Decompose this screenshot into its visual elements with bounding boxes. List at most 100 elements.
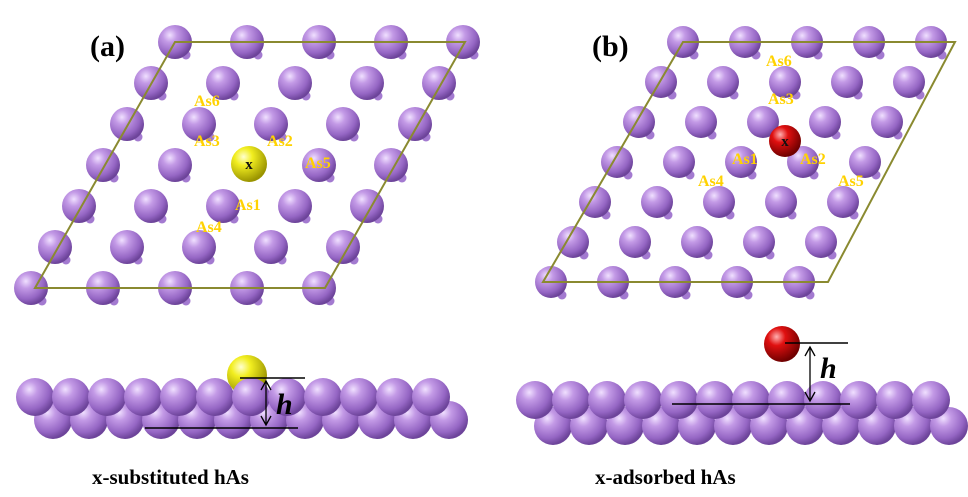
panel-a-label: (a) xyxy=(90,30,125,63)
panel-a-side-atoms xyxy=(16,378,468,439)
as-atom xyxy=(645,66,677,98)
as-atom xyxy=(619,226,651,258)
as-atom-upper xyxy=(412,378,450,416)
as-atom xyxy=(398,107,432,141)
as-atom-upper xyxy=(16,378,54,416)
as-atom xyxy=(747,106,779,138)
as-atom xyxy=(663,146,695,178)
as-atom-upper xyxy=(732,381,770,419)
panel-b-side-dopant xyxy=(764,326,800,362)
as-atom xyxy=(254,230,288,264)
as-atom xyxy=(278,189,312,223)
as-atom xyxy=(765,186,797,218)
label-as5: As5 xyxy=(838,173,864,190)
as-atom xyxy=(681,226,713,258)
label-as4: As4 xyxy=(698,173,724,190)
as-atom xyxy=(206,189,240,223)
panel-a-dopant: x xyxy=(231,146,267,182)
dopant-x-label: x xyxy=(781,134,789,150)
as-atom xyxy=(725,146,757,178)
as-atom xyxy=(278,66,312,100)
as-atom xyxy=(326,230,360,264)
as-atom-upper xyxy=(696,381,734,419)
as-atom-upper xyxy=(660,381,698,419)
as-atom xyxy=(809,106,841,138)
as-atom xyxy=(110,230,144,264)
as-atom-upper xyxy=(768,381,806,419)
as-atom-upper xyxy=(232,378,270,416)
as-atom xyxy=(557,226,589,258)
panel-b-unit-cell xyxy=(541,41,957,283)
as-atom xyxy=(827,186,859,218)
as-atom xyxy=(831,66,863,98)
as-atom-upper xyxy=(376,378,414,416)
panel-b-height-marker: h xyxy=(672,342,850,405)
as-atom xyxy=(769,66,801,98)
height-h-label: h xyxy=(276,388,293,421)
as-atom xyxy=(326,107,360,141)
as-atom-upper xyxy=(88,378,126,416)
as-atom xyxy=(62,189,96,223)
caption-panel-a: x-substituted hAs xyxy=(92,465,249,489)
as-atom xyxy=(579,186,611,218)
as-atom-upper xyxy=(340,378,378,416)
as-atom xyxy=(254,107,288,141)
as-atom xyxy=(871,106,903,138)
as-atom xyxy=(134,189,168,223)
panel-b-side-view: h xyxy=(516,326,968,445)
panel-a-side-view: h xyxy=(16,355,468,439)
as-atom-upper xyxy=(840,381,878,419)
label-as1: As1 xyxy=(732,151,758,168)
as-atom-upper xyxy=(588,381,626,419)
panel-b-dopant: x xyxy=(769,125,801,157)
as-atom xyxy=(422,66,456,100)
panel-b-side-atoms xyxy=(516,381,968,445)
as-atom-upper xyxy=(304,378,342,416)
as-atom xyxy=(302,148,336,182)
panel-a-unit-cell xyxy=(33,41,467,289)
caption-panel-b: x-adsorbed hAs xyxy=(595,465,736,489)
as-atom xyxy=(743,226,775,258)
as-atom xyxy=(703,186,735,218)
as-atom xyxy=(641,186,673,218)
label-as3: As3 xyxy=(194,133,220,150)
as-atom xyxy=(787,146,819,178)
as-atom xyxy=(86,148,120,182)
as-atom xyxy=(38,230,72,264)
as-atom xyxy=(893,66,925,98)
panel-a-atom-labels: As6 As3 As2 As5 As1 As4 xyxy=(194,93,331,236)
as-atom xyxy=(206,66,240,100)
label-as3: As3 xyxy=(768,91,794,108)
label-as5: As5 xyxy=(305,155,331,172)
as-atom xyxy=(182,230,216,264)
label-as6: As6 xyxy=(194,93,220,110)
as-atom xyxy=(623,106,655,138)
as-atom-upper xyxy=(196,378,234,416)
as-atom-upper xyxy=(804,381,842,419)
label-as6: As6 xyxy=(766,53,792,70)
as-atom-upper xyxy=(624,381,662,419)
as-atom xyxy=(707,66,739,98)
as-atom xyxy=(685,106,717,138)
panel-b-top-view: x As6 As3 As1 As2 As4 As5 (b) xyxy=(535,26,957,300)
label-as2: As2 xyxy=(800,151,826,168)
as-atom-upper xyxy=(52,378,90,416)
as-atom-upper xyxy=(552,381,590,419)
as-atom xyxy=(350,66,384,100)
panel-b-atom-labels: As6 As3 As1 As2 As4 As5 xyxy=(698,53,864,190)
label-as2: As2 xyxy=(267,133,293,150)
as-atom xyxy=(805,226,837,258)
panel-b-label: (b) xyxy=(592,30,629,63)
as-atom-upper xyxy=(268,378,306,416)
panel-a-height-marker: h xyxy=(145,377,305,429)
as-atom xyxy=(158,148,192,182)
label-as4: As4 xyxy=(196,219,222,236)
as-atom-upper xyxy=(912,381,950,419)
as-atom xyxy=(110,107,144,141)
height-h-label: h xyxy=(820,352,837,385)
dopant-x-label: x xyxy=(245,157,253,173)
as-atom-upper xyxy=(124,378,162,416)
panel-a-top-view: x As6 As3 As2 As5 As1 As4 (a) xyxy=(14,25,480,306)
as-atom-upper xyxy=(516,381,554,419)
